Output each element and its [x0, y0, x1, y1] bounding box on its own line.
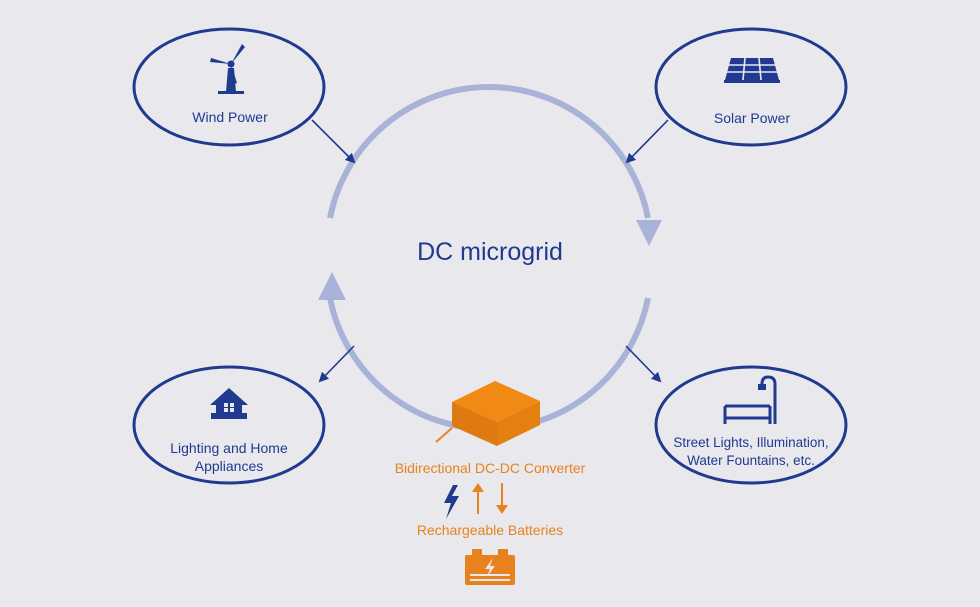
- wind-power-label: Wind Power: [192, 109, 268, 125]
- house-icon: [210, 388, 248, 419]
- home-appliances-label: Lighting and Home Appliances: [140, 439, 318, 475]
- battery-label: Rechargeable Batteries: [416, 522, 564, 538]
- solar-power-label: Solar Power: [713, 110, 791, 126]
- converter-box-icon: [435, 381, 540, 446]
- street-lights-line-2: Water Fountains, etc.: [687, 453, 815, 468]
- ring-arc-top: [327, 84, 651, 219]
- solar-to-grid-arrow: [625, 119, 669, 164]
- street-lights-node: [654, 365, 848, 485]
- home-appliances-line-1: Lighting and Home: [170, 440, 288, 456]
- home-appliances-line-2: Appliances: [194, 458, 264, 474]
- charge-up-arrow-icon: [472, 483, 484, 514]
- wind-to-grid-arrow: [311, 119, 356, 164]
- discharge-down-arrow-icon: [496, 483, 508, 514]
- solar-panel-icon: [724, 57, 780, 83]
- solar-power-node: [654, 27, 848, 147]
- wind-turbine-icon: [210, 44, 245, 94]
- diagram-center-title: DC microgrid: [417, 238, 563, 266]
- grid-to-street-arrow: [625, 345, 662, 383]
- street-lights-line-1: Street Lights, Illumination,: [673, 435, 829, 450]
- home-appliances-node: [132, 365, 326, 485]
- wind-power-node: [132, 27, 326, 147]
- battery-icon: [465, 549, 515, 585]
- street-lamp-bench-icon: [723, 375, 777, 424]
- bolt-icon: [444, 485, 459, 519]
- grid-to-home-arrow: [318, 345, 355, 383]
- ring-arrowhead-left: [318, 272, 346, 300]
- street-lights-label: Street Lights, Illumination, Water Fount…: [656, 434, 846, 470]
- ring-arrowhead-right: [636, 220, 662, 246]
- converter-label: Bidirectional DC-DC Converter: [394, 460, 586, 476]
